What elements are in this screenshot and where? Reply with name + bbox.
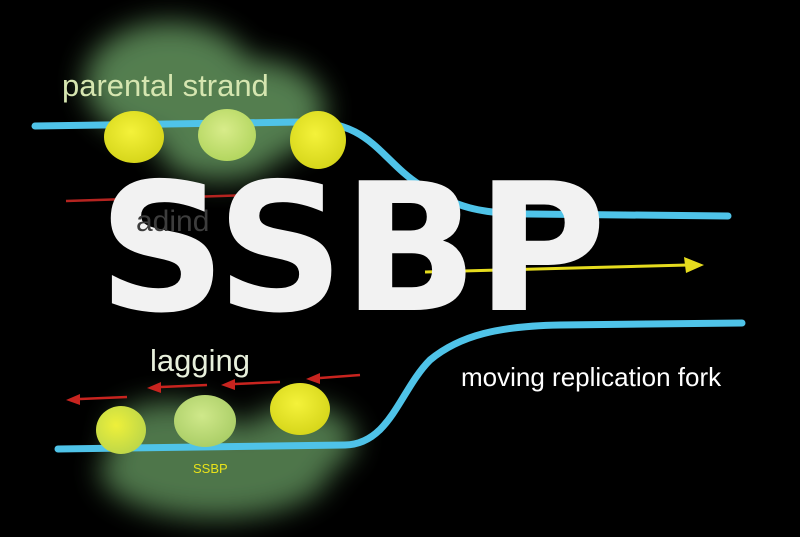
bottom-parental-strand bbox=[54, 319, 746, 453]
lagging-arrow-1 bbox=[66, 394, 128, 405]
lagging-arrow-2 bbox=[147, 382, 208, 393]
ssbp-title: SSBP bbox=[98, 145, 607, 352]
ssb-protein-top-1 bbox=[104, 111, 164, 163]
ssb-protein-bottom-2 bbox=[174, 395, 236, 447]
lagging-arrow-3 bbox=[221, 379, 281, 390]
fork-direction-arrow bbox=[424, 257, 704, 274]
ssb-protein-top-2 bbox=[198, 109, 256, 161]
ssb-protein-top-3 bbox=[290, 111, 346, 169]
lagging-arrow-4 bbox=[306, 373, 361, 384]
lagging-strand-label: lagging bbox=[150, 343, 250, 378]
leading-strand-line bbox=[65, 191, 313, 203]
moving-fork-label: moving replication fork bbox=[461, 362, 722, 392]
lagging-arrows bbox=[66, 373, 361, 405]
ssbp-small-label: SSBP bbox=[193, 461, 228, 476]
leading-strand-label: adind bbox=[136, 205, 210, 238]
parental-strand-label: parental strand bbox=[62, 68, 269, 103]
ssb-protein-bottom-3 bbox=[270, 383, 330, 435]
bottom-ssb-proteins bbox=[96, 383, 330, 454]
top-ssb-proteins bbox=[104, 109, 346, 169]
ssb-protein-bottom-1 bbox=[96, 406, 146, 454]
